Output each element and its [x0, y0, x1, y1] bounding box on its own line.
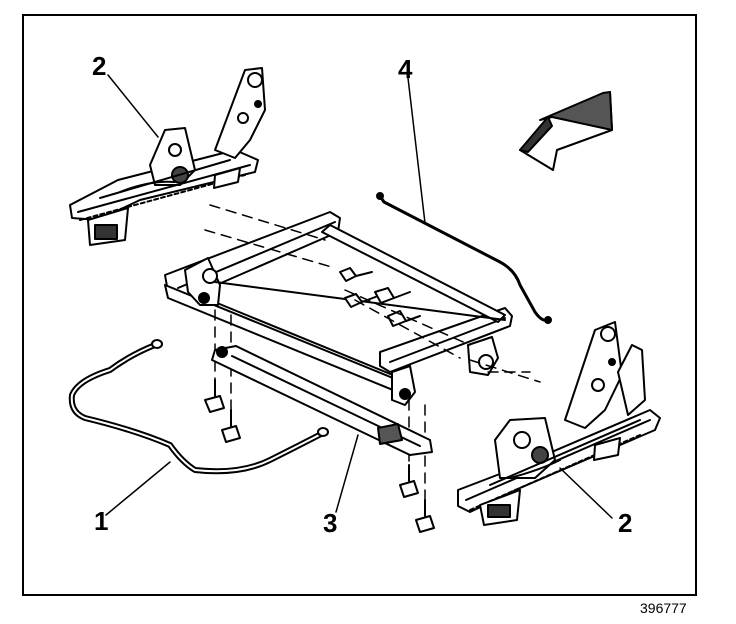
bolt-4 — [387, 310, 421, 327]
leader-4 — [407, 77, 426, 224]
figure-id: 396777 — [640, 600, 687, 616]
callout-4: 4 — [398, 54, 413, 84]
front-direction-arrow-icon — [519, 91, 613, 171]
bolt-8 — [415, 499, 435, 533]
bolt-2 — [344, 293, 379, 308]
callout-3: 3 — [323, 508, 337, 538]
leader-2-left — [107, 74, 159, 138]
bolt-6 — [221, 409, 241, 443]
towel-bar — [68, 339, 329, 475]
frame-bolts — [204, 267, 435, 533]
actuator-rod — [376, 192, 552, 324]
bolt-7 — [399, 464, 419, 498]
left-seat-adjuster — [69, 67, 266, 246]
seat-frame — [164, 211, 513, 406]
leader-3 — [335, 434, 359, 513]
bolt-3 — [374, 287, 411, 304]
right-seat-adjuster — [457, 321, 661, 526]
callout-2-left: 2 — [92, 51, 106, 81]
leader-2-right — [559, 467, 613, 519]
bolt-1 — [339, 267, 373, 282]
callout-2-right: 2 — [618, 508, 632, 538]
callout-1: 1 — [94, 506, 108, 536]
front-cross-bar — [211, 345, 433, 456]
leader-lines — [105, 74, 613, 519]
leader-1 — [105, 461, 171, 516]
